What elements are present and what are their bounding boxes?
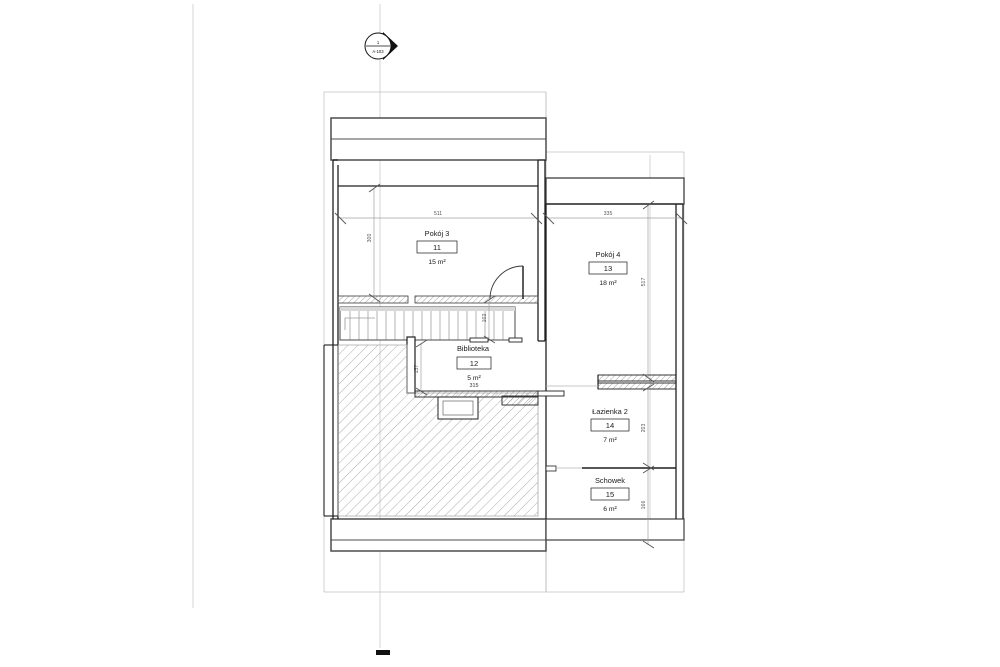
dimension-lines	[334, 183, 688, 549]
exterior-wall-bottom	[330, 518, 547, 552]
stair-treads	[349, 311, 504, 340]
room-biblioteka-number: 12	[470, 359, 478, 368]
wall-pokoj4-south-upper	[597, 374, 677, 382]
section-marker[interactable]: 1 A-103	[364, 32, 398, 60]
room-biblioteka-sub: 315	[470, 383, 479, 389]
fixture-box-a-inner	[442, 400, 474, 416]
room-schowek-number: 15	[606, 490, 614, 499]
stair-handrail	[344, 317, 375, 330]
room-pokoj3-number-box	[416, 240, 458, 254]
room-biblioteka[interactable]: Biblioteka 12 5 m² 315	[415, 340, 538, 392]
room-pokoj3-number: 11	[433, 243, 441, 252]
section-marker-sheet: A-103	[372, 49, 384, 54]
stair-stringer-top	[340, 307, 515, 311]
exterior-wall-top-right	[545, 177, 685, 205]
room-lazienka2-area: 7 m²	[603, 437, 617, 444]
stair-wall-strip-left	[337, 295, 409, 304]
dim-text-300: 300	[367, 234, 373, 243]
exterior-wall-bottom-right	[545, 518, 685, 541]
room-pokoj4-name: Pokój 4	[596, 250, 621, 259]
room-pokoj4[interactable]: Pokój 4 13 18 m²	[546, 204, 676, 374]
exterior-wall-top	[330, 117, 547, 161]
room-schowek-number-box	[590, 487, 630, 501]
room-lazienka2-number: 14	[606, 421, 614, 430]
wall-pokoj4-south	[597, 374, 677, 390]
grid-end-tick	[376, 650, 390, 655]
wall-offset-west	[323, 344, 338, 517]
room-pokoj3[interactable]: Pokój 3 11 15 m²	[338, 186, 538, 296]
wall-opening-connector	[537, 390, 565, 397]
room-schowek[interactable]: Schowek 15 6 m²	[546, 470, 676, 518]
room-lazienka2[interactable]: Łazienka 2 14 7 m²	[546, 389, 676, 467]
dim-text-166: 166	[641, 501, 647, 510]
room-pokoj3-name: Pokój 3	[425, 229, 450, 238]
room-lazienka2-name: Łazienka 2	[592, 407, 628, 416]
staircase[interactable]	[337, 295, 539, 341]
room-pokoj4-number-box	[588, 261, 628, 275]
fixture-box-b	[501, 395, 539, 406]
fixture-group	[437, 395, 539, 420]
wall-pokoj4-south-lower	[597, 382, 677, 390]
dim-text-102: 102	[482, 314, 488, 323]
dim-text-203: 203	[641, 424, 647, 433]
door-swing[interactable]	[489, 265, 524, 300]
room-schowek-name: Schowek	[595, 476, 625, 485]
room-pokoj4-area: 18 m²	[599, 280, 617, 287]
room-schowek-area: 6 m²	[603, 506, 617, 513]
wall-lazienka-south	[545, 465, 676, 472]
room-pokoj3-area: 15 m²	[428, 259, 446, 266]
wall-fins-stair	[469, 337, 523, 343]
room-biblioteka-area: 5 m²	[467, 375, 481, 382]
room-biblioteka-name: Biblioteka	[457, 344, 490, 353]
room-pokoj4-number: 13	[604, 264, 612, 273]
dim-text-517: 517	[641, 278, 647, 287]
room-biblioteka-number-box	[456, 356, 492, 370]
dim-text-511: 511	[434, 211, 442, 217]
stair-wall-strip-right	[414, 295, 539, 304]
section-marker-number: 1	[377, 40, 380, 45]
wall-end-ticks	[332, 159, 545, 186]
dim-text-335: 335	[604, 211, 613, 217]
dim-text-157: 157	[414, 365, 420, 374]
door-swing-arc	[489, 265, 524, 300]
room-lazienka2-number-box	[590, 418, 630, 432]
